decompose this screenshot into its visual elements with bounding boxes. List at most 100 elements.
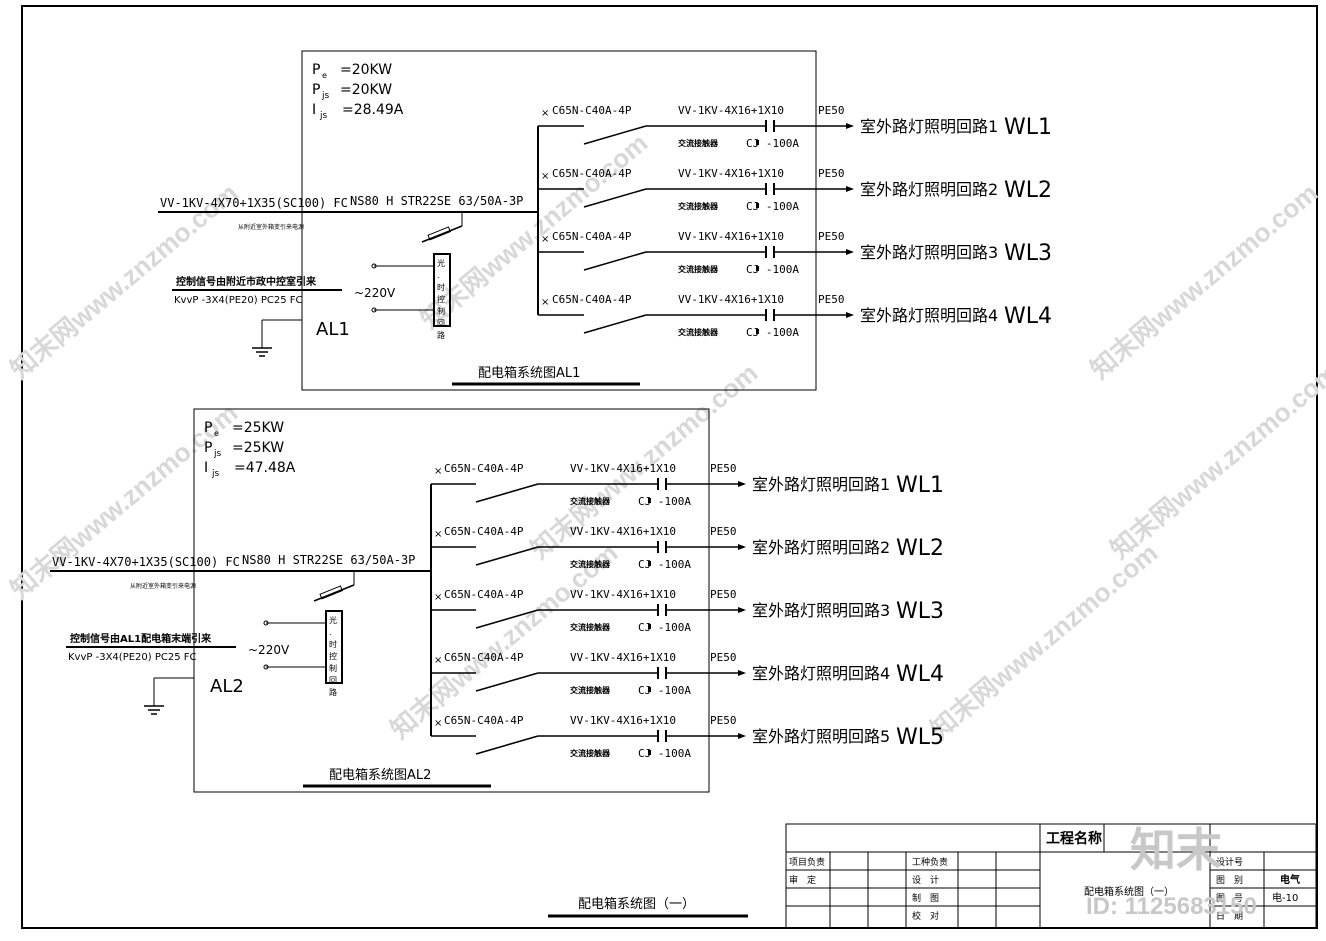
pjs-subscript: js <box>321 91 330 101</box>
outgoing-arrow <box>846 186 854 192</box>
circuit-name: 室外路灯照明回路1 <box>752 475 890 494</box>
incoming-cable-label: VV-1KV-4X70+1X35(SC100) FC <box>160 196 348 210</box>
main-breaker-label: NS80 H STR22SE 63/50A-3P <box>350 194 523 208</box>
contactor-marker <box>648 687 651 692</box>
branch-cable-label: VV-1KV-4X16+1X10 <box>678 230 784 243</box>
x-mark: × <box>434 655 442 666</box>
design-no-label: 设计号 <box>1216 856 1243 868</box>
date-label: 日 期 <box>1216 911 1243 922</box>
contactor-marker <box>648 498 651 503</box>
voltage-label: ~220V <box>248 643 290 657</box>
outgoing-arrow <box>738 733 746 739</box>
drawing-title: 配电箱系统图（一） <box>578 896 695 912</box>
circuit-code: WL4 <box>896 662 944 687</box>
design-label: 设 计 <box>912 874 939 886</box>
control-note: 控制信号由AL1配电箱末端引来 <box>70 632 212 645</box>
timer-control-box <box>325 610 343 684</box>
pjs-value: =25KW <box>232 440 284 456</box>
timer-control-char: 时 <box>437 282 445 292</box>
drawing-no-label: 图 号 <box>1216 893 1243 904</box>
pe-label: PE50 <box>818 104 845 117</box>
category-label: 图 别 <box>1216 875 1243 886</box>
circuit-code: WL3 <box>1004 241 1052 266</box>
contactor-label: CJ -100A <box>638 747 691 760</box>
title-block <box>785 823 1317 929</box>
x-mark: × <box>541 171 549 182</box>
contactor-type-label: 交流接触器 <box>678 327 719 337</box>
timer-control-char: 制 <box>437 306 445 316</box>
branch-breaker-label: C65N-C40A-4P <box>444 588 524 601</box>
outgoing-arrow <box>846 249 854 255</box>
timer-control-char: . <box>329 628 332 637</box>
contactor-marker <box>648 624 651 629</box>
project-name-label: 工程名称 <box>1046 830 1102 847</box>
contactor-marker <box>756 266 759 271</box>
pjs-value: =20KW <box>340 82 392 98</box>
contactor-label: CJ -100A <box>638 684 691 697</box>
branch-breaker-blade <box>475 609 539 629</box>
contactor-marker <box>756 203 759 208</box>
branch-cable-label: VV-1KV-4X16+1X10 <box>678 104 784 117</box>
timer-control-char: . <box>437 271 440 280</box>
pe-subscript: e <box>322 71 327 80</box>
branch-breaker-blade <box>475 672 539 692</box>
panel-caption: 配电箱系统图AL2 <box>329 767 431 783</box>
circuit-code: WL1 <box>896 473 944 498</box>
pjs-symbol: P <box>204 440 212 456</box>
contactor-label: CJ -100A <box>746 200 799 213</box>
x-mark: × <box>434 718 442 729</box>
logo-watermark: 知末 <box>1130 824 1222 876</box>
branch-breaker-label: C65N-C40A-4P <box>552 230 632 243</box>
timer-control-char: 回 <box>329 676 337 685</box>
pe-label: PE50 <box>818 293 845 306</box>
timer-control-char: 时 <box>329 639 337 649</box>
terminal-dot <box>371 307 377 313</box>
incoming-note: 从附近室外箱变引来电源 <box>238 223 304 231</box>
pjs-symbol: P <box>312 82 320 98</box>
contactor-type-label: 交流接触器 <box>570 559 611 569</box>
main-breaker-symbol <box>313 584 355 602</box>
branch-breaker-blade <box>583 188 647 208</box>
incoming-cable-label: VV-1KV-4X70+1X35(SC100) FC <box>52 555 240 569</box>
pjs-subscript: js <box>213 449 222 459</box>
branch-breaker-label: C65N-C40A-4P <box>552 293 632 306</box>
pe-label: PE50 <box>710 525 737 538</box>
pe-subscript: e <box>214 429 219 438</box>
circuit-name: 室外路灯照明回路4 <box>860 306 998 325</box>
outgoing-arrow <box>846 312 854 318</box>
outgoing-arrow <box>846 123 854 129</box>
review-label: 审 定 <box>789 874 816 886</box>
outgoing-arrow <box>738 544 746 550</box>
pe-label: PE50 <box>710 462 737 475</box>
pe-label: PE50 <box>818 230 845 243</box>
main-breaker-trip <box>319 585 343 600</box>
contactor-label: CJ -100A <box>638 558 691 571</box>
outgoing-arrow <box>738 481 746 487</box>
branch-breaker-label: C65N-C40A-4P <box>552 104 632 117</box>
ijs-subscript: js <box>319 111 328 121</box>
pe-label: PE50 <box>710 651 737 664</box>
main-breaker-label: NS80 H STR22SE 63/50A-3P <box>242 553 415 567</box>
branch-cable-label: VV-1KV-4X16+1X10 <box>678 167 784 180</box>
branch-breaker-blade <box>583 314 647 334</box>
contactor-type-label: 交流接触器 <box>678 138 719 148</box>
contactor-marker <box>756 140 759 145</box>
site-watermark: 知末网www.znzmo.com <box>1105 357 1326 564</box>
branch-cable-label: VV-1KV-4X16+1X10 <box>678 293 784 306</box>
timer-control-char: 光 <box>329 615 337 625</box>
branch-breaker-label: C65N-C40A-4P <box>444 714 524 727</box>
pe-symbol: P <box>312 62 320 78</box>
contactor-marker <box>648 561 651 566</box>
x-mark: × <box>434 592 442 603</box>
x-mark: × <box>434 466 442 477</box>
ijs-subscript: js <box>211 469 220 479</box>
contactor-type-label: 交流接触器 <box>570 622 611 632</box>
contactor-label: CJ -100A <box>746 263 799 276</box>
branch-cable-label: VV-1KV-4X16+1X10 <box>570 714 676 727</box>
ijs-symbol: I <box>204 460 208 476</box>
pe-label: PE50 <box>710 588 737 601</box>
incoming-note: 从附近室外箱变引来电源 <box>130 582 196 590</box>
